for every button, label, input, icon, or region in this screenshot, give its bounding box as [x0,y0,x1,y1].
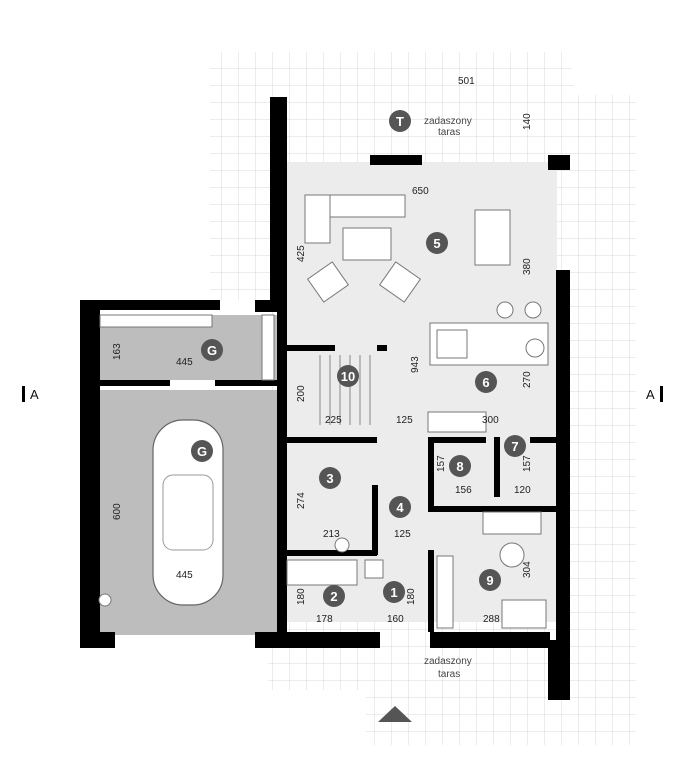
room-badge-10: 10 [337,365,359,387]
svg-text:6: 6 [482,375,489,390]
svg-text:163: 163 [112,343,123,360]
room-badge-2: 2 [323,585,345,607]
svg-text:160: 160 [387,614,404,625]
svg-text:156: 156 [455,485,472,496]
svg-text:157: 157 [522,455,533,472]
svg-text:120: 120 [514,485,531,496]
svg-text:3: 3 [326,471,333,486]
svg-text:G: G [197,444,207,459]
section-marker-left: A [22,386,39,402]
svg-text:288: 288 [483,614,500,625]
svg-text:A: A [30,387,39,402]
terrace-bottom-label-2: taras [438,669,460,680]
room-badge-G-storage: G [201,339,223,361]
svg-text:G: G [207,343,217,358]
svg-text:600: 600 [112,503,123,520]
svg-text:200: 200 [296,385,307,402]
room-badge-8: 8 [449,455,471,477]
furniture [98,194,549,629]
svg-text:213: 213 [323,529,340,540]
svg-text:274: 274 [296,492,307,509]
svg-text:180: 180 [406,588,417,605]
stairs [319,355,371,425]
svg-text:178: 178 [316,614,333,625]
room-badge-6: 6 [475,371,497,393]
room-badge-4: 4 [389,496,411,518]
terrace-bottom-label-1: zadaszony [424,656,472,667]
room-badge-3: 3 [319,467,341,489]
svg-text:125: 125 [394,529,411,540]
svg-text:157: 157 [436,455,447,472]
svg-text:9: 9 [486,573,493,588]
svg-text:125: 125 [396,415,413,426]
svg-text:380: 380 [522,258,533,275]
dimensions: 501 140 650 425 380 163 445 943 270 200 … [112,76,533,625]
svg-text:501: 501 [458,76,475,87]
section-marker-right: A [646,386,663,402]
svg-text:304: 304 [522,561,533,578]
svg-text:650: 650 [412,186,429,197]
svg-text:270: 270 [522,371,533,388]
room-badge-1: 1 [383,581,405,603]
svg-text:180: 180 [296,588,307,605]
svg-text:8: 8 [456,459,463,474]
svg-text:A: A [646,387,655,402]
svg-text:445: 445 [176,570,193,581]
room-badge-G-garage: G [191,440,213,462]
svg-text:1: 1 [390,585,397,600]
svg-text:425: 425 [296,245,307,262]
terrace-top-label-1: zadaszony [424,116,472,127]
terrace-top-label-2: taras [438,127,460,138]
terrace-bottom [268,640,636,745]
room-badge-9: 9 [479,569,501,591]
room-badge-7: 7 [504,435,526,457]
room-badge-5: 5 [426,232,448,254]
room-badge-T: T [389,110,411,132]
svg-text:140: 140 [522,113,533,130]
car-icon [152,419,224,606]
svg-text:T: T [396,114,404,129]
svg-text:5: 5 [433,236,440,251]
svg-text:943: 943 [410,356,421,373]
walls [80,97,570,700]
svg-text:4: 4 [396,500,404,515]
entrance-arrow-icon [378,706,412,722]
svg-text:225: 225 [325,415,342,426]
svg-text:300: 300 [482,415,499,426]
svg-text:2: 2 [330,589,337,604]
svg-text:445: 445 [176,357,193,368]
svg-text:10: 10 [341,369,355,384]
svg-text:7: 7 [511,439,518,454]
